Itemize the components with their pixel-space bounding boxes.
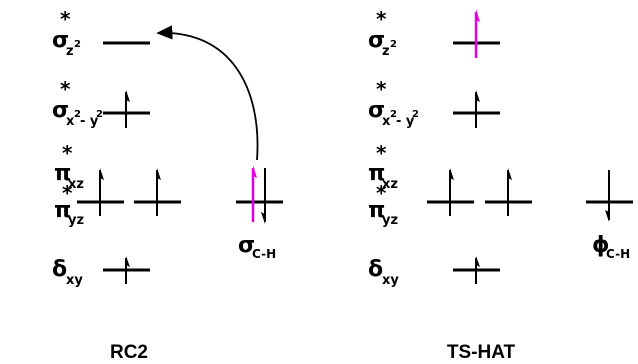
panel-rc2: σ * z 2 σ * x 2 - y 2 π * xz π * y [52,7,283,363]
label-phi-ch: ϕ C-H [592,233,630,261]
label-sigma-ch: σ C-H [238,233,276,261]
superscript: 2 [390,39,397,50]
star: * [376,141,387,165]
superscript: 2 [74,109,81,120]
label-sigma-x2y2: σ * x 2 - y 2 [52,77,103,129]
star: * [376,7,387,31]
symbol: σ [238,233,255,258]
symbol: π [368,161,385,186]
subscript: z [66,44,74,59]
subscript: x [382,114,391,129]
spin-up-arrow [125,256,130,284]
star: * [62,181,73,205]
symbol: σ [52,28,69,53]
label-sigma-z2: σ * z 2 [52,7,81,59]
star: * [376,181,387,205]
caption-rc2: RC2 [110,342,148,363]
electron-transfer-arrow [156,25,259,161]
superscript: 2 [390,109,397,120]
subscript: xz [68,177,84,192]
label-sigma-x2y2: σ * x 2 - y 2 [368,77,419,129]
symbol: σ [52,98,69,123]
label-sigma-z2: σ * z 2 [368,7,397,59]
star: * [376,77,387,101]
subscript: z [382,44,390,59]
star: * [60,7,71,31]
symbol: σ [368,28,385,53]
symbol: π [368,198,385,223]
spin-down-arrow [605,170,610,222]
subscript: C-H [252,247,276,261]
spin-up-arrow [507,168,512,216]
subscript: xy [382,273,399,288]
label-pi-yz: π * yz [368,181,398,228]
label-pi-xz: π * xz [368,141,398,192]
subscript-2: - y [396,114,415,129]
subscript: C-H [606,247,630,261]
spin-up-arrow [475,90,480,128]
spin-up-arrow [125,90,130,128]
subscript: x [66,114,75,129]
subscript-2: - y [80,114,99,129]
subscript: xz [382,177,398,192]
subscript: xy [66,273,83,288]
symbol: ϕ [592,233,610,258]
symbol: δ [368,257,383,282]
caption-ts-hat: TS-HAT [447,342,516,363]
label-delta-xy: δ xy [368,257,399,288]
superscript-2: 2 [412,109,419,120]
star: * [60,77,71,101]
spin-up-arrow [475,256,480,284]
star: * [62,141,73,165]
spin-up-arrow-magenta [474,9,480,58]
symbol: δ [52,257,67,282]
spin-up-arrow [99,168,104,216]
symbol: σ [368,98,385,123]
label-pi-xz: π * xz [54,141,84,192]
symbol: π [54,161,71,186]
spin-down-arrow [261,168,266,224]
spin-up-arrow [156,168,161,216]
spin-up-arrow-magenta [251,165,257,222]
label-delta-xy: δ xy [52,257,83,288]
superscript: 2 [74,39,81,50]
subscript: yz [68,213,84,228]
spin-up-arrow [449,168,454,216]
superscript-2: 2 [96,109,103,120]
symbol: π [54,198,71,223]
label-pi-yz: π * yz [54,181,84,228]
panel-ts-hat: σ * z 2 σ * x 2 - y 2 π * xz π [368,7,633,363]
subscript: yz [382,213,398,228]
